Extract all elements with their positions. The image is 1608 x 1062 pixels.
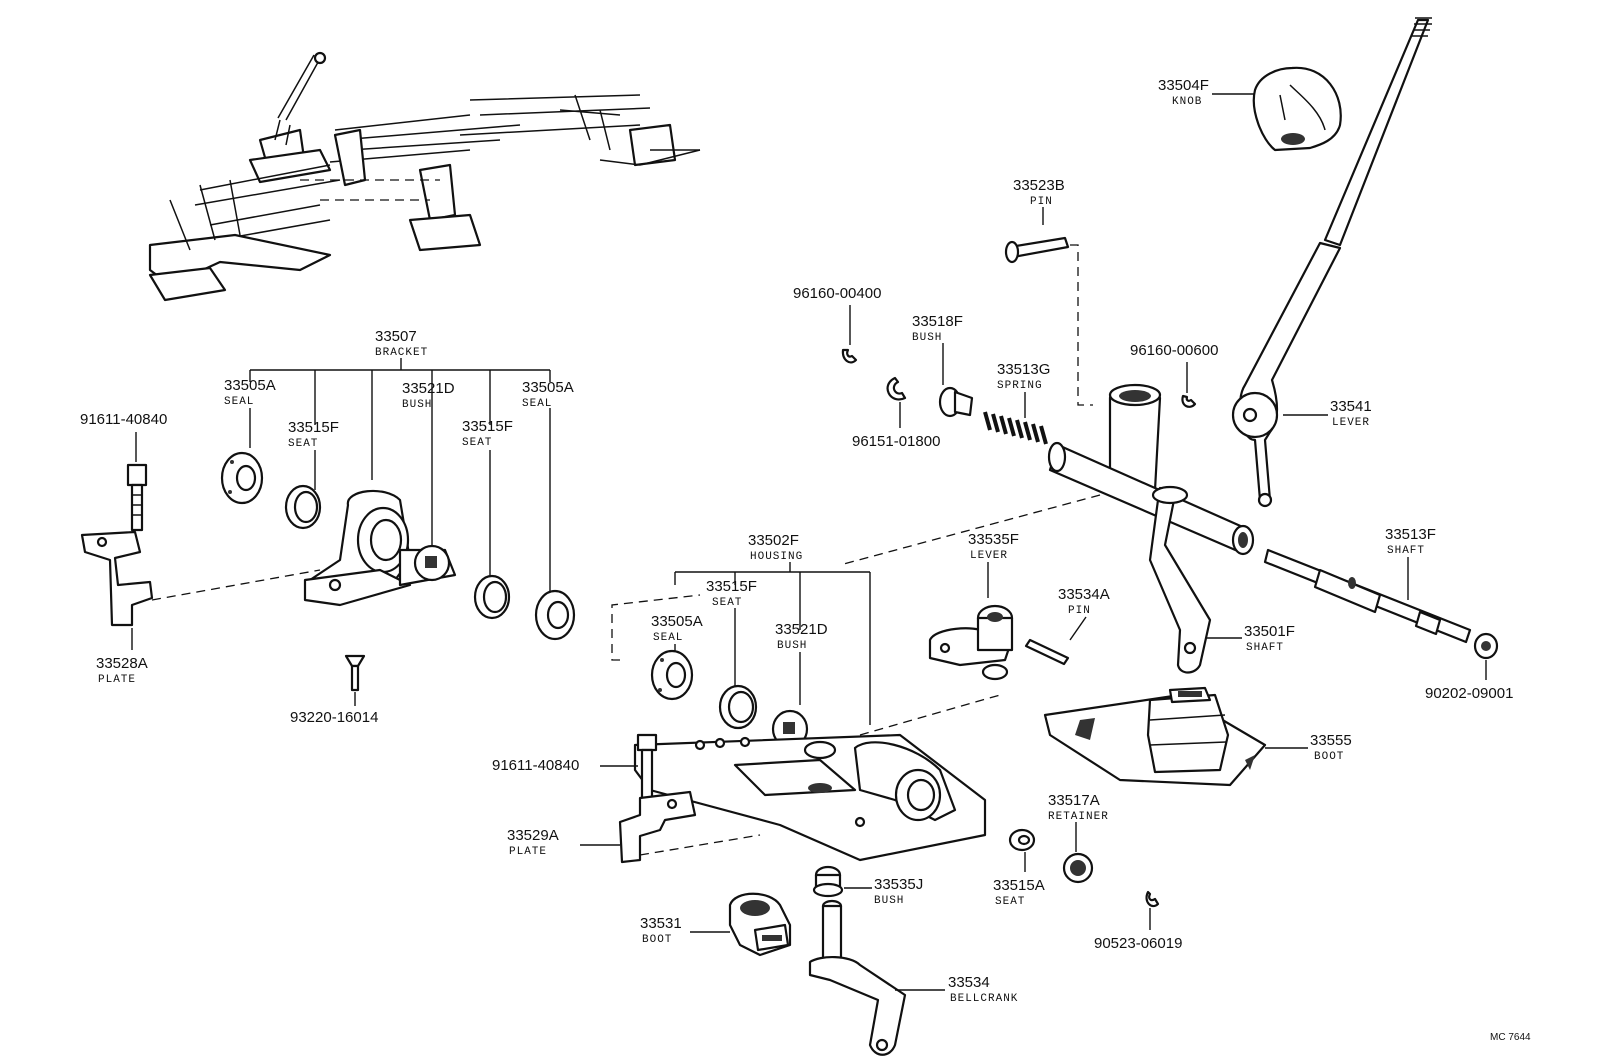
label-93220-16014-number: 93220-16014 bbox=[290, 709, 378, 726]
label-33555-name: BOOT bbox=[1314, 751, 1344, 763]
label-33523B-name: PIN bbox=[1030, 196, 1053, 208]
label-33501F-number: 33501F bbox=[1244, 623, 1295, 640]
label-33541-number: 33541 bbox=[1330, 398, 1372, 415]
label-90202-09001-number: 90202-09001 bbox=[1425, 685, 1513, 702]
clip-90523-06019-part bbox=[1145, 890, 1160, 908]
seat-33515A-part bbox=[1008, 828, 1036, 852]
label-33513G-name: SPRING bbox=[997, 380, 1043, 392]
label-33534A-number: 33534A bbox=[1058, 586, 1110, 603]
label-33521D-lower-name: BUSH bbox=[777, 640, 807, 652]
label-33515A-number: 33515A bbox=[993, 877, 1045, 894]
label-96160-00400-number: 96160-00400 bbox=[793, 285, 881, 302]
label-33531-name: BOOT bbox=[642, 934, 672, 946]
seat-33515F-left-part bbox=[284, 484, 322, 530]
label-33528A-number: 33528A bbox=[96, 655, 148, 672]
label-91611-40840-bottom-number: 91611-40840 bbox=[492, 757, 579, 774]
label-33535J-number: 33535J bbox=[874, 876, 923, 893]
label-33521D-top-number: 33521D bbox=[402, 380, 455, 397]
label-33534-number: 33534 bbox=[948, 974, 990, 991]
label-33507-number: 33507 bbox=[375, 328, 417, 345]
seat-33515F-lower-part bbox=[718, 684, 758, 730]
seat-33515F-mid-part bbox=[473, 574, 511, 620]
retainer-33517A-part bbox=[1062, 852, 1094, 884]
shaft-33513F-part bbox=[1263, 548, 1472, 644]
clip-96160-00600-part bbox=[1181, 394, 1197, 408]
bush-33535J-part bbox=[812, 865, 844, 898]
label-33517A-number: 33517A bbox=[1048, 792, 1100, 809]
shift-lever-part bbox=[1231, 17, 1432, 508]
label-33541-name: LEVER bbox=[1332, 417, 1370, 429]
label-33513G-number: 33513G bbox=[997, 361, 1050, 378]
label-33521D-lower-number: 33521D bbox=[775, 621, 828, 638]
label-33515F-mid-name: SEAT bbox=[462, 437, 492, 449]
label-91611-40840-top-number: 91611-40840 bbox=[80, 411, 167, 428]
label-33505A-lower-number: 33505A bbox=[651, 613, 703, 630]
seal-33505A-left-part bbox=[220, 451, 264, 505]
label-33504F-name: KNOB bbox=[1172, 96, 1202, 108]
label-33505A-left-number: 33505A bbox=[224, 377, 276, 394]
pin-33534A-part bbox=[1024, 638, 1070, 666]
bush-33521D-top-part bbox=[413, 544, 451, 582]
label-33501F-name: SHAFT bbox=[1246, 642, 1284, 654]
label-33515A-name: SEAT bbox=[995, 896, 1025, 908]
nut-90202-09001-part bbox=[1473, 632, 1499, 660]
label-33513F-name: SHAFT bbox=[1387, 545, 1425, 557]
label-33521D-top-name: BUSH bbox=[402, 399, 432, 411]
label-96151-01800-number: 96151-01800 bbox=[852, 433, 940, 450]
pin-33523B-part bbox=[1004, 236, 1070, 264]
bolt-91611-40840-top-part bbox=[126, 463, 148, 532]
label-33515F-lower-number: 33515F bbox=[706, 578, 757, 595]
label-33505A-right-number: 33505A bbox=[522, 379, 574, 396]
ring-96151-01800-part bbox=[886, 376, 907, 401]
label-33517A-name: RETAINER bbox=[1048, 811, 1109, 823]
label-33535F-name: LEVER bbox=[970, 550, 1008, 562]
bolt-91611-40840-bottom-part bbox=[636, 733, 658, 802]
label-96160-00600-number: 96160-00600 bbox=[1130, 342, 1218, 359]
label-33523B-number: 33523B bbox=[1013, 177, 1065, 194]
overview-linkage-illustration bbox=[148, 51, 701, 302]
shaft-33501F-part bbox=[1047, 383, 1255, 674]
boot-33555-part bbox=[1043, 686, 1267, 787]
label-33531-number: 33531 bbox=[640, 915, 682, 932]
label-33505A-lower-name: SEAL bbox=[653, 632, 683, 644]
boot-33531-part bbox=[728, 892, 792, 957]
label-33529A-number: 33529A bbox=[507, 827, 559, 844]
clip-96160-00400-part bbox=[841, 348, 858, 364]
label-33505A-left-name: SEAL bbox=[224, 396, 254, 408]
label-33518F-name: BUSH bbox=[912, 332, 942, 344]
label-33504F-number: 33504F bbox=[1158, 77, 1209, 94]
seal-33505A-lower-part bbox=[650, 649, 694, 701]
label-33528A-name: PLATE bbox=[98, 674, 136, 686]
plate-33528A-part bbox=[80, 530, 154, 627]
bellcrank-33534-part bbox=[808, 899, 907, 1056]
label-33535J-name: BUSH bbox=[874, 895, 904, 907]
label-90523-06019-number: 90523-06019 bbox=[1094, 935, 1182, 952]
label-33534A-name: PIN bbox=[1068, 605, 1091, 617]
sheet-id: MC 7644 bbox=[1490, 1032, 1531, 1043]
label-33515F-left-name: SEAT bbox=[288, 438, 318, 450]
label-33502F-number: 33502F bbox=[748, 532, 799, 549]
label-33518F-number: 33518F bbox=[912, 313, 963, 330]
label-33535F-number: 33535F bbox=[968, 531, 1019, 548]
label-33502F-name: HOUSING bbox=[750, 551, 803, 563]
lever-33535F-part bbox=[928, 604, 1014, 681]
plate-33529A-part bbox=[618, 790, 697, 864]
label-33555-number: 33555 bbox=[1310, 732, 1352, 749]
label-33534-name: BELLCRANK bbox=[950, 993, 1018, 1005]
label-33513F-number: 33513F bbox=[1385, 526, 1436, 543]
label-33507-name: BRACKET bbox=[375, 347, 428, 359]
knob-part bbox=[1252, 66, 1342, 152]
label-33515F-left-number: 33515F bbox=[288, 419, 339, 436]
label-33515F-lower-name: SEAT bbox=[712, 597, 742, 609]
label-33529A-name: PLATE bbox=[509, 846, 547, 858]
label-33505A-right-name: SEAL bbox=[522, 398, 552, 410]
screw-93220-16014-part bbox=[344, 654, 366, 692]
spring-33513G-part bbox=[983, 411, 1048, 445]
housing-33502F-part bbox=[633, 733, 987, 862]
bush-33518F-part bbox=[938, 386, 974, 418]
label-33515F-mid-number: 33515F bbox=[462, 418, 513, 435]
seal-33505A-right-part bbox=[534, 589, 576, 641]
